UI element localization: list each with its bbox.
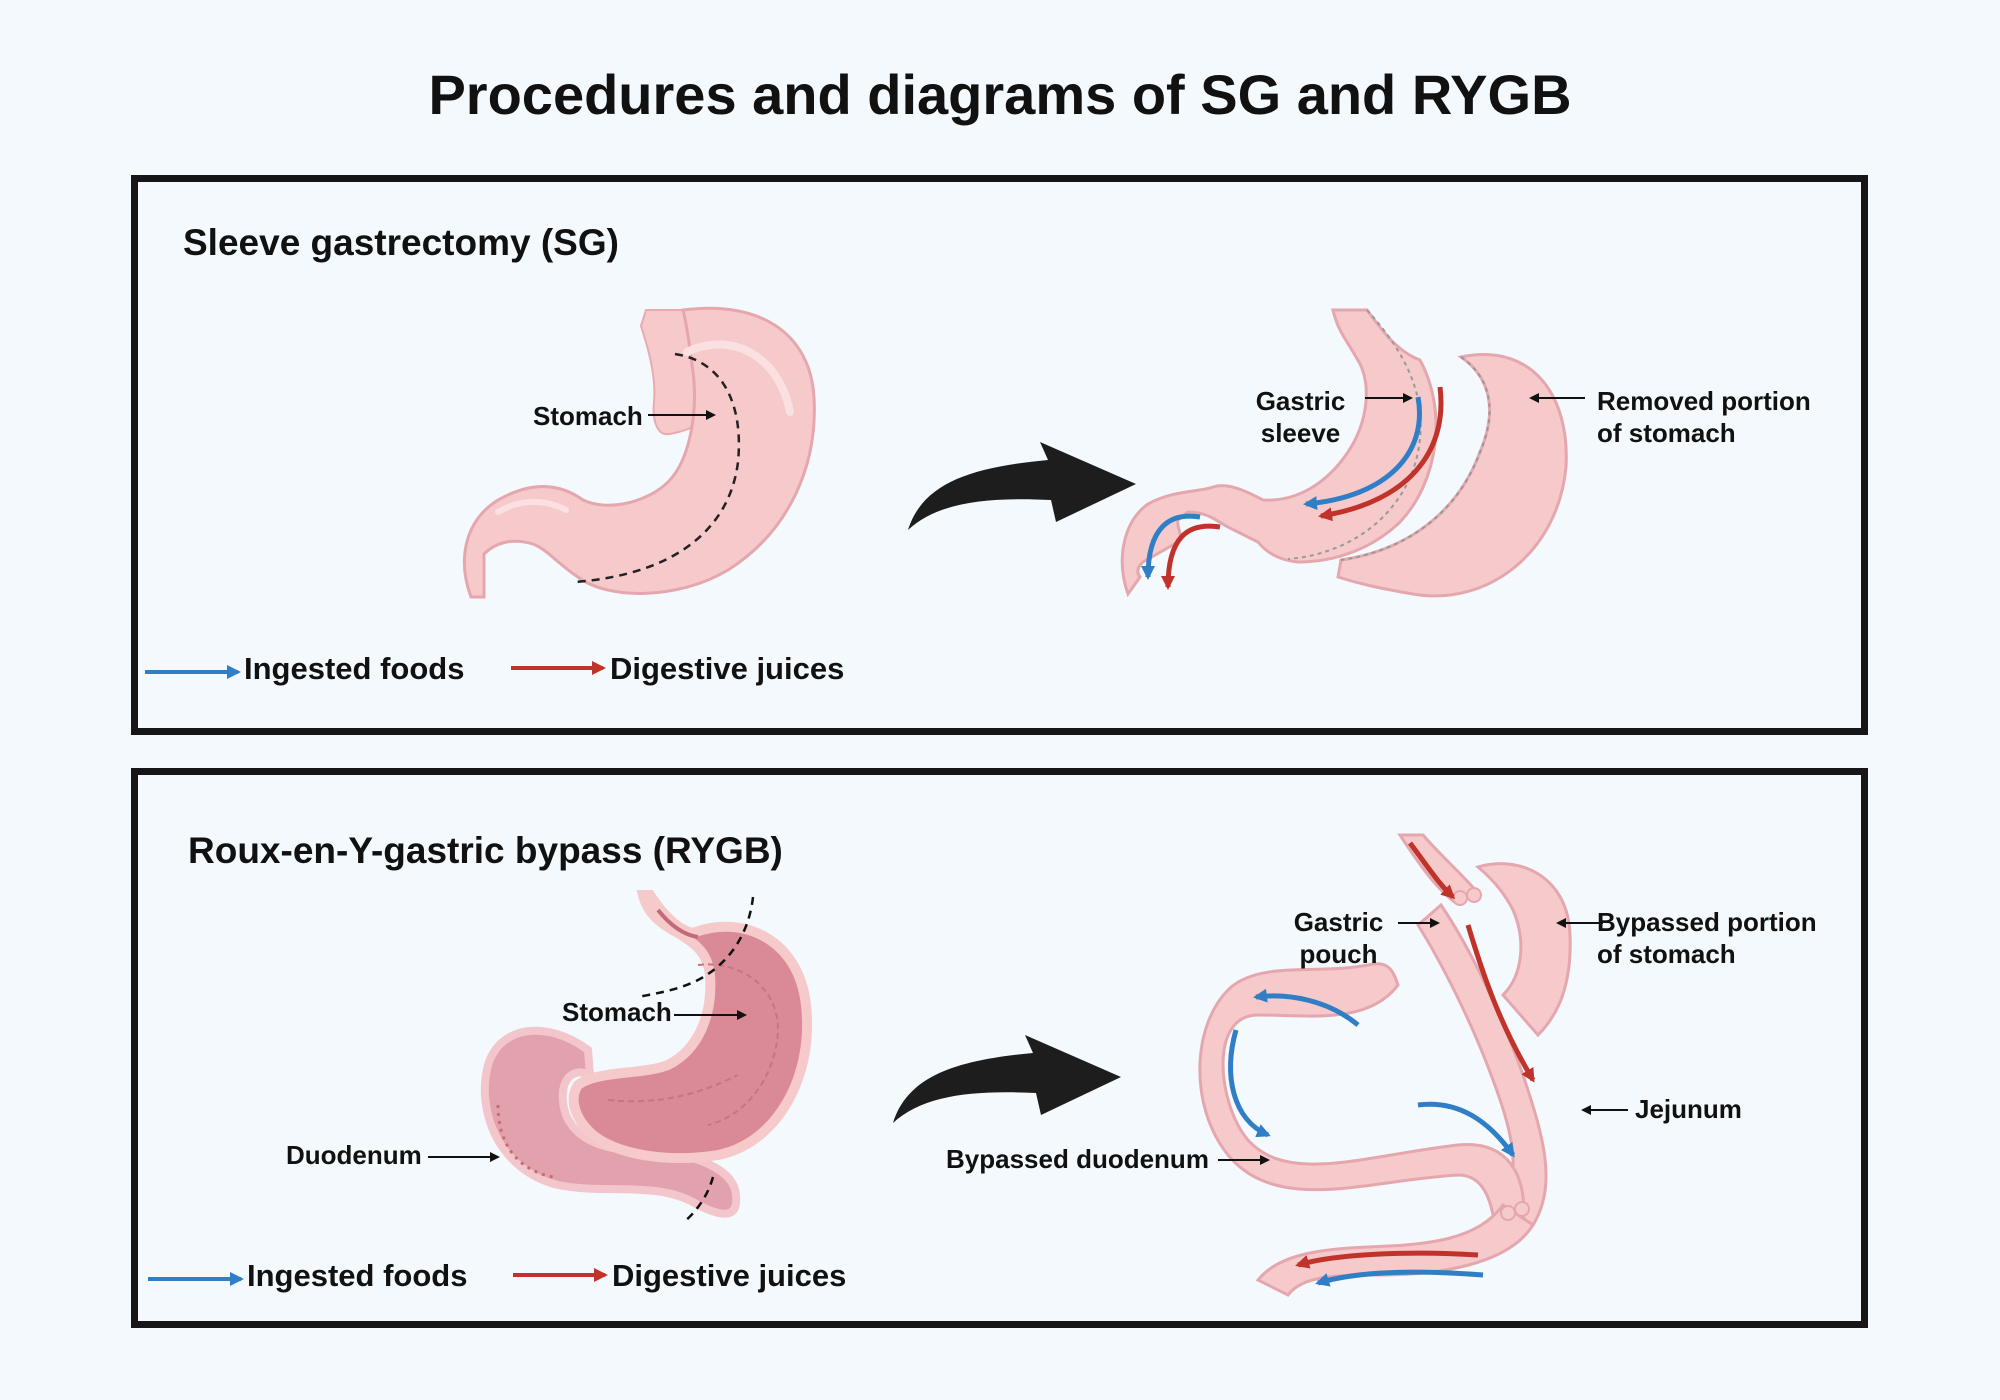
rygb-stomach-label: Stomach — [562, 997, 672, 1027]
rygb-legend-ingested: Ingested foods — [247, 1258, 468, 1293]
sg-panel: Sleeve gastrectomy (SG) — [131, 175, 1868, 735]
rygb-stomach-illustration — [480, 890, 813, 1224]
rygb-jejunum-label: Jejunum — [1635, 1094, 1742, 1124]
sg-stomach-illustration — [463, 306, 816, 599]
sg-legend-digestive: Digestive juices — [610, 651, 845, 686]
rygb-bypassed-duodenum-label: Bypassed duodenum — [946, 1144, 1209, 1174]
rygb-post-surgery-illustration — [1198, 833, 1572, 1297]
sg-gastric-sleeve-label: Gastric sleeve — [1255, 386, 1346, 448]
sg-procedure-arrow-icon — [908, 442, 1136, 530]
rygb-legend-digestive: Digestive juices — [612, 1258, 847, 1293]
sg-legend-ingested: Ingested foods — [244, 651, 465, 686]
sg-panel-title: Sleeve gastrectomy (SG) — [183, 222, 619, 263]
rygb-procedure-arrow-icon — [893, 1035, 1121, 1123]
page-title: Procedures and diagrams of SG and RYGB — [428, 63, 1572, 126]
rygb-gastric-pouch-label: Gastric pouch — [1293, 907, 1384, 969]
rygb-duodenum-label: Duodenum — [286, 1140, 422, 1170]
rygb-illustration — [148, 833, 1628, 1297]
rygb-panel: Roux-en-Y-gastric bypass (RYGB) — [131, 768, 1868, 1328]
rygb-bypassed-stomach-label: Bypassed portion of stomach — [1597, 907, 1817, 969]
sg-sleeve-illustration — [1120, 308, 1568, 598]
sg-removed-label: Removed portion of stomach — [1597, 386, 1811, 448]
rygb-panel-title: Roux-en-Y-gastric bypass (RYGB) — [188, 830, 783, 871]
sg-stomach-label: Stomach — [533, 401, 643, 431]
sg-illustration — [145, 306, 1585, 679]
